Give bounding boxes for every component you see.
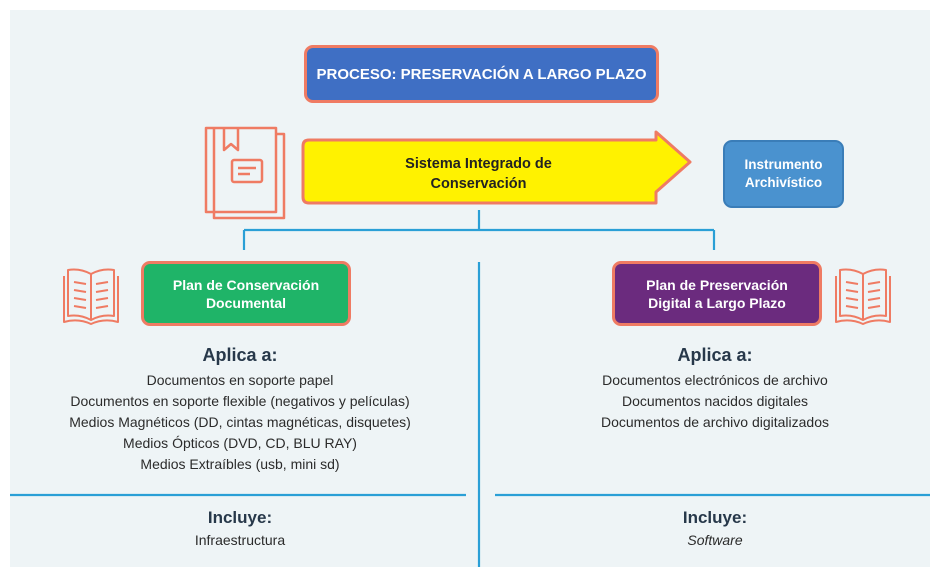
list-item: Documentos nacidos digitales [622, 393, 808, 409]
list-item: Documentos en soporte papel [146, 372, 334, 388]
connector-lines [10, 210, 930, 567]
right-applies-section: Aplica a: Documentos electrónicos de arc… [505, 345, 925, 433]
system-label-line2: Conservación [430, 176, 527, 192]
digital-plan-line1: Plan de Preservación [646, 276, 788, 293]
right-includes-heading: Incluye: [682, 508, 748, 527]
left-applies-heading: Aplica a: [202, 345, 278, 365]
open-book-icon-right [835, 268, 891, 325]
system-label-line1: Sistema Integrado de [405, 156, 552, 172]
left-includes-section: Incluye: Infraestructura [30, 508, 450, 551]
list-item: Medios Extraíbles (usb, mini sd) [140, 456, 340, 472]
instrument-box: Instrumento Archivístico [723, 140, 844, 208]
conservation-plan-line1: Plan de Conservación [172, 276, 320, 293]
list-item: Documentos en soporte flexible (negativo… [70, 393, 410, 409]
digital-plan-line2: Digital a Largo Plazo [648, 294, 786, 311]
process-title-box: PROCESO: PRESERVACIÓN A LARGO PLAZO [304, 45, 659, 103]
list-item: Documentos electrónicos de archivo [602, 372, 828, 388]
list-item: Medios Ópticos (DVD, CD, BLU RAY) [123, 435, 357, 451]
system-label: Sistema Integrado de Conservación [306, 143, 651, 205]
list-item: Medios Magnéticos (DD, cintas magnéticas… [69, 414, 411, 430]
list-item: Software [687, 532, 743, 548]
conservation-plan-line2: Documental [205, 294, 287, 311]
list-item: Infraestructura [194, 532, 286, 548]
open-book-icon-left [63, 268, 119, 325]
right-applies-heading: Aplica a: [677, 345, 753, 365]
right-includes-section: Incluye: Software [505, 508, 925, 551]
digital-preservation-plan-box: Plan de Preservación Digital a Largo Pla… [612, 261, 822, 326]
list-item: Documentos de archivo digitalizados [600, 414, 829, 430]
conservation-plan-box: Plan de Conservación Documental [141, 261, 351, 326]
folder-document-icon [204, 126, 286, 220]
instrument-line2: Archivístico [744, 175, 823, 190]
system-arrow-shape [301, 130, 692, 205]
instrument-line1: Instrumento [744, 157, 823, 172]
process-title: PROCESO: PRESERVACIÓN A LARGO PLAZO [316, 65, 647, 83]
left-includes-heading: Incluye: [207, 508, 273, 527]
left-applies-section: Aplica a: Documentos en soporte papel Do… [30, 345, 450, 475]
